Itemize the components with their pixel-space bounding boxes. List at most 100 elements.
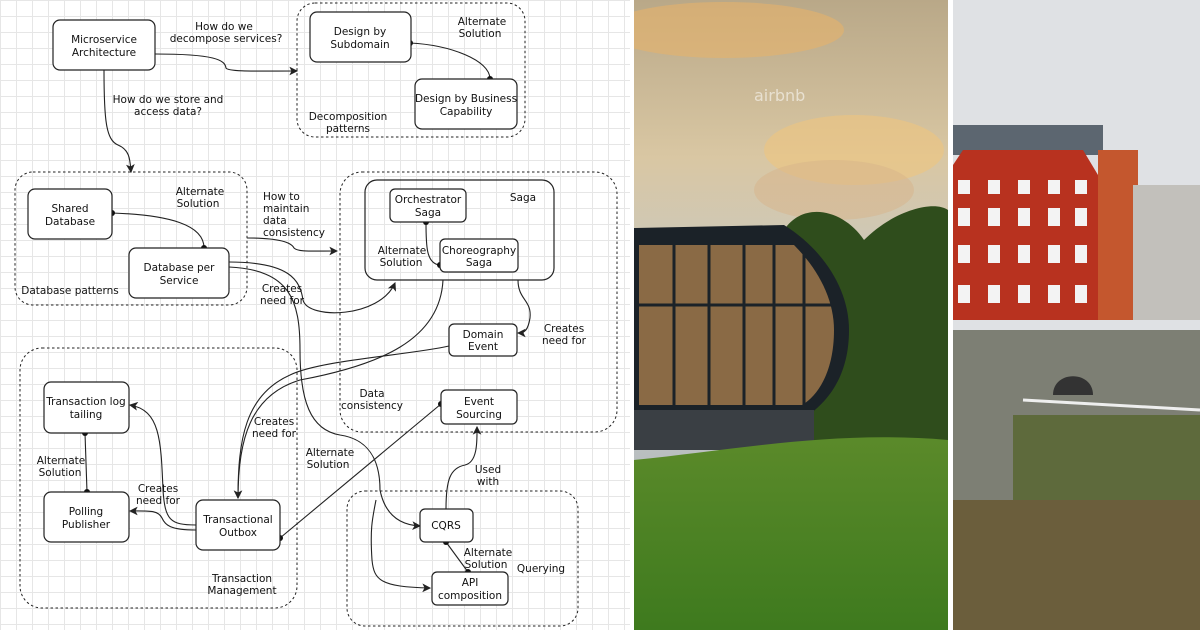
svg-text:Management: Management [207,585,276,597]
group-transaction [19,347,298,609]
edge-creates-domain [516,279,531,338]
svg-text:How to: How to [263,191,300,203]
svg-text:tailing: tailing [70,409,103,421]
svg-text:Design by Business: Design by Business [415,93,517,105]
svg-text:Polling: Polling [69,506,103,518]
edge-outbox-es [279,403,442,539]
svg-text:Data: Data [359,388,384,400]
svg-text:Alternate: Alternate [176,186,224,198]
group-saga [364,179,555,281]
svg-text:access data?: access data? [134,106,202,118]
edge-alt-db [111,212,205,249]
group-data-consistency [339,171,618,433]
node-transactional-outbox[interactable]: Transactional Outbox [195,499,281,551]
node-orchestrator-saga[interactable]: Orchestrator Saga [389,188,467,223]
svg-text:need for: need for [542,335,587,347]
edge-store [103,69,135,174]
svg-text:Sourcing: Sourcing [456,409,502,421]
svg-text:Orchestrator: Orchestrator [395,194,462,206]
svg-text:data: data [263,215,287,227]
node-design-by-subdomain[interactable]: Design by Subdomain [309,11,412,63]
svg-text:Capability: Capability [440,106,493,118]
svg-text:Subdomain: Subdomain [330,39,389,51]
svg-text:Event: Event [464,396,494,408]
edge-to-api [370,499,432,593]
node-microservice-architecture[interactable]: Microservice Architecture [52,19,156,71]
group-querying [346,490,579,627]
svg-text:Alternate: Alternate [378,245,426,257]
svg-text:Transaction: Transaction [211,573,272,585]
node-design-by-business-capability[interactable]: Design by Business Capability [414,78,518,130]
group-database [14,171,248,306]
svg-text:Creates: Creates [262,283,302,295]
edge-labels: How do we decompose services? How do we … [37,16,587,571]
svg-text:Database per: Database per [144,262,216,274]
edge-decompose [154,53,299,76]
svg-text:Solution: Solution [177,198,220,210]
svg-text:consistency: consistency [263,227,325,239]
svg-text:How do we store and: How do we store and [113,94,224,106]
edge-outbox-polling [128,506,197,531]
svg-text:Decomposition: Decomposition [309,111,388,123]
edge-cqrs-es [445,425,482,510]
node-domain-event[interactable]: Domain Event [448,323,518,357]
node-transaction-log-tailing[interactable]: Transaction log tailing [43,381,130,434]
node-shared-database[interactable]: Shared Database [27,188,113,240]
svg-text:Outbox: Outbox [219,527,257,539]
svg-text:Solution: Solution [307,459,350,471]
svg-text:with: with [477,476,499,488]
svg-text:Microservice: Microservice [71,34,137,46]
svg-text:maintain: maintain [263,203,309,215]
svg-text:Event: Event [468,341,498,353]
photo-glass-pod-house: airbnb [634,0,948,630]
svg-text:Creates: Creates [254,416,294,428]
svg-text:decompose services?: decompose services? [170,33,283,45]
svg-text:Alternate: Alternate [37,455,85,467]
svg-text:composition: composition [438,590,502,602]
edge-domain-outbox [237,345,450,499]
svg-text:Choreography: Choreography [442,245,516,257]
edge-outbox-txlog [128,401,197,526]
svg-text:Database: Database [45,216,95,228]
svg-text:Saga: Saga [415,207,441,219]
svg-text:Publisher: Publisher [62,519,111,531]
svg-text:Service: Service [160,275,199,287]
svg-text:How do we: How do we [195,21,253,33]
node-cqrs[interactable]: CQRS [419,508,474,543]
svg-text:Solution: Solution [465,559,508,571]
diagram-canvas: Microservice Architecture Design by Subd… [14,2,618,627]
microservice-patterns-diagram: Microservice Architecture Design by Subd… [0,0,630,630]
svg-text:Querying: Querying [517,563,565,575]
svg-text:Design by: Design by [334,26,386,38]
node-database-per-service[interactable]: Database per Service [128,247,230,299]
svg-text:Saga: Saga [466,257,492,269]
svg-text:Solution: Solution [39,467,82,479]
svg-text:Alternate: Alternate [458,16,506,28]
node-api-composition[interactable]: API composition [431,571,509,606]
node-event-sourcing[interactable]: Event Sourcing [440,389,518,425]
svg-text:Saga: Saga [510,192,536,204]
node-choreography-saga[interactable]: Choreography Saga [439,238,519,273]
edge-saga-outbox [233,279,444,500]
edge-creates-saga [228,261,396,314]
svg-text:Solution: Solution [459,28,502,40]
svg-text:Alternate: Alternate [464,547,512,559]
svg-text:need for: need for [260,295,305,307]
node-polling-publisher[interactable]: Polling Publisher [43,491,130,543]
airbnb-watermark: airbnb [754,86,806,105]
svg-text:Transactional: Transactional [202,514,272,526]
edge-alt-saga [425,221,441,266]
svg-text:Alternate: Alternate [306,447,354,459]
svg-text:Shared: Shared [52,203,89,215]
svg-text:need for: need for [252,428,297,440]
edge-alt-query [445,541,469,573]
edge-alt-tx [84,432,88,493]
group-labels: Decomposition patterns Database patterns… [21,111,565,597]
svg-text:Used: Used [475,464,501,476]
consistency-question-label: How to maintain data consistency [263,191,325,239]
svg-text:CQRS: CQRS [431,520,461,532]
svg-text:need for: need for [136,495,181,507]
svg-text:Domain: Domain [463,329,504,341]
svg-text:Architecture: Architecture [72,47,136,59]
svg-text:Creates: Creates [544,323,584,335]
